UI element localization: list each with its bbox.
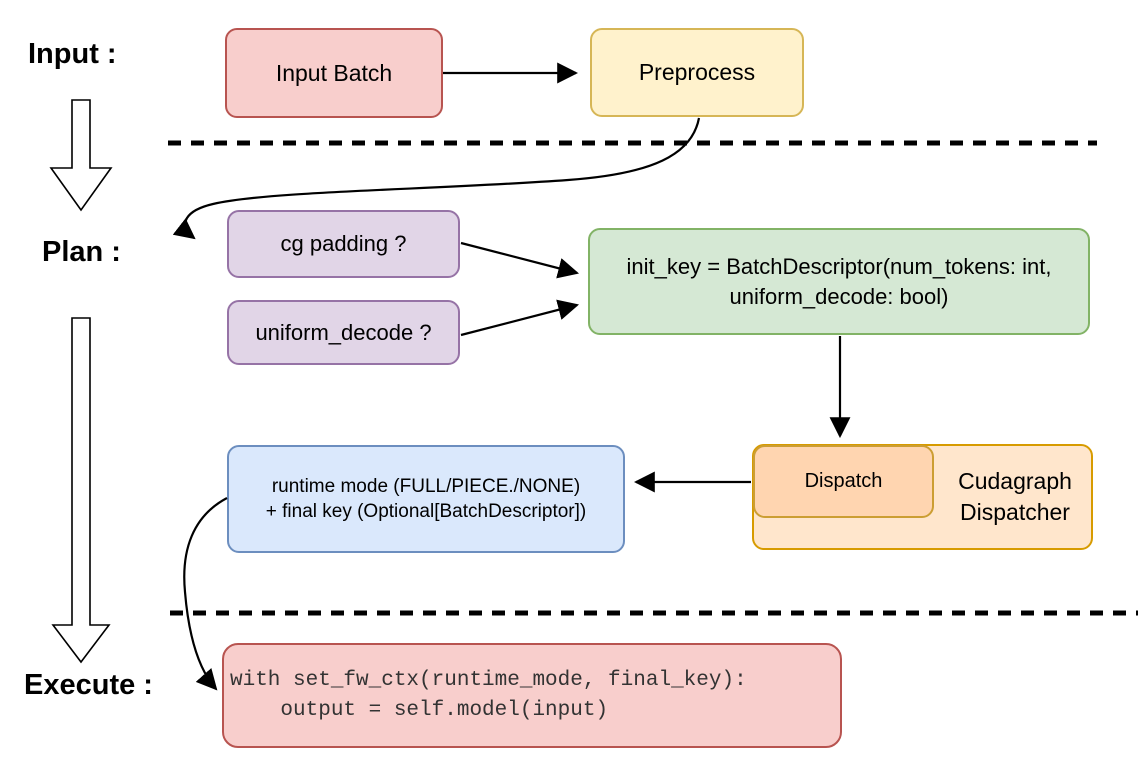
- node-execute-code: with set_fw_ctx(runtime_mode, final_key)…: [222, 643, 842, 748]
- arrow-uniform-decode-to-init-key: [460, 299, 580, 337]
- node-input-batch: Input Batch: [225, 28, 443, 118]
- node-init-key-line2: uniform_decode: bool): [729, 283, 949, 309]
- node-preprocess: Preprocess: [590, 28, 804, 117]
- node-init-key-line1: init_key = BatchDescriptor(num_tokens: i…: [626, 254, 1052, 280]
- node-runtime-mode-line1: runtime mode (FULL/PIECE./NONE): [271, 475, 581, 497]
- node-cudagraph-line2: Dispatcher: [960, 499, 1070, 525]
- stage-label-plan: Plan :: [42, 236, 121, 268]
- node-cudagraph-line1: Cudagraph: [958, 467, 1072, 494]
- node-dispatch-label: Dispatch: [804, 470, 883, 493]
- block-arrow-plan-to-execute: [51, 317, 111, 664]
- node-dispatch: Dispatch: [753, 445, 934, 518]
- stage-label-input: Input :: [28, 38, 117, 70]
- node-uniform-decode-label: uniform_decode ?: [255, 319, 432, 345]
- node-cg-padding: cg padding ?: [227, 210, 460, 278]
- node-runtime-mode-line2: + final key (Optional[BatchDescriptor]): [265, 501, 587, 522]
- node-uniform-decode: uniform_decode ?: [227, 300, 460, 365]
- node-init-key: init_key = BatchDescriptor(num_tokens: i…: [588, 228, 1090, 335]
- arrow-cg-padding-to-init-key: [460, 241, 580, 279]
- node-cudagraph-dispatcher: Dispatch Cudagraph Dispatcher: [752, 444, 1093, 550]
- stage-label-execute: Execute :: [24, 669, 153, 701]
- execute-code-line1: with set_fw_ctx(runtime_mode, final_key)…: [230, 669, 747, 693]
- arrow-runtime-mode-to-execute-code: [183, 497, 228, 691]
- node-cudagraph-dispatcher-label: Cudagraph Dispatcher: [937, 446, 1093, 548]
- node-cg-padding-label: cg padding ?: [280, 231, 407, 257]
- execute-code-line2: output = self.model(input): [230, 698, 609, 722]
- block-arrow-input-to-plan: [49, 99, 113, 212]
- node-input-batch-label: Input Batch: [275, 59, 393, 86]
- node-preprocess-label: Preprocess: [638, 59, 756, 86]
- node-runtime-mode: runtime mode (FULL/PIECE./NONE) + final …: [227, 445, 625, 553]
